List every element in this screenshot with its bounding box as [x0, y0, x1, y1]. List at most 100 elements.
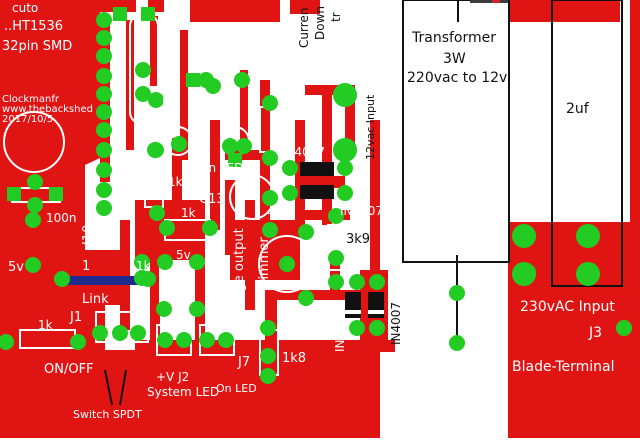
pad: [171, 136, 187, 152]
pad: [262, 95, 278, 111]
c100n-left-label: 100n: [46, 211, 77, 225]
pad: [135, 86, 151, 102]
large-pad: [576, 262, 600, 286]
large-pad: [333, 83, 357, 107]
large-pad: [333, 138, 357, 162]
pad: [134, 254, 150, 270]
in4007-a-label: IN4007: [282, 145, 325, 159]
c22pf-low-label: 22pf: [200, 105, 223, 116]
pad: [157, 254, 173, 270]
j3-label: J3: [588, 325, 602, 341]
pad: [96, 162, 112, 178]
current-label-1: Curren: [297, 8, 311, 48]
flag-icon[interactable]: [492, 0, 500, 3]
pad: [25, 257, 41, 273]
r1k-f-label: 1k: [158, 289, 173, 303]
pad: [147, 142, 163, 158]
cap-2uf-outline: [551, 0, 623, 287]
cap-2uf-label: 2uf: [566, 101, 590, 117]
pad: [96, 182, 112, 198]
pad: [449, 335, 465, 351]
pad: [140, 271, 156, 287]
square-pad: [7, 187, 21, 201]
c13-label: C13: [199, 192, 225, 207]
resistor-3k9-outline: [327, 224, 345, 271]
pad: [349, 320, 365, 336]
r3k9-label: 3k9: [346, 232, 370, 247]
pad: [25, 212, 41, 228]
pad: [616, 320, 632, 336]
pad: [328, 208, 344, 224]
c22pf-top-label: 22pf: [209, 48, 232, 59]
pad: [96, 68, 112, 84]
pad: [349, 274, 365, 290]
chip-top-label: cuto: [12, 1, 38, 15]
uf47-label: 47uf: [266, 206, 292, 219]
on-led-label: On LED: [199, 161, 243, 175]
j2-label: +V J2: [156, 370, 189, 384]
pad: [96, 30, 112, 46]
pad: [234, 72, 250, 88]
voltage-output-label: Voltage output: [232, 228, 247, 324]
pad: [218, 332, 234, 348]
pad: [260, 320, 276, 336]
watermark-line-3: 2017/10/5: [2, 114, 53, 125]
pad: [260, 348, 276, 364]
r1k-b-label: 1k: [181, 206, 196, 220]
pad: [157, 332, 173, 348]
in4007-b-label: IN4007: [340, 204, 383, 218]
switch-label: Switch SPDT: [73, 408, 142, 421]
pad: [96, 122, 112, 138]
diodes: [300, 162, 384, 318]
pad: [369, 274, 385, 290]
r1k-d-label: 1k: [207, 279, 222, 293]
square-pad: [113, 7, 127, 21]
pad: [262, 150, 278, 166]
square-pad: [141, 7, 155, 21]
current-label-2: Down: [313, 6, 327, 40]
pad: [149, 205, 165, 221]
r500-label: 500r: [282, 318, 313, 333]
blade-terminal-label: Blade-Terminal: [512, 359, 615, 375]
pad: [159, 220, 175, 236]
pad: [262, 190, 278, 206]
vac230-label: 230vAC Input: [520, 299, 615, 315]
pad: [222, 138, 238, 154]
r1k-e-label: 1k: [38, 318, 53, 332]
pad: [96, 86, 112, 102]
r1k-c-label: 1k: [136, 259, 151, 273]
r1k8-label: 1k8: [282, 351, 306, 366]
pad: [337, 185, 353, 201]
pad: [0, 334, 14, 350]
j1-label: J1: [69, 310, 82, 325]
large-pad: [512, 224, 536, 248]
crystal-label: 32768 Hz Crystal: [161, 17, 175, 120]
pad: [328, 274, 344, 290]
r100-label: 100r: [282, 107, 310, 121]
transformer-label-3: 220vac to 12v: [407, 70, 507, 86]
pad: [135, 62, 151, 78]
in4007-c-label: IN4007: [333, 309, 347, 352]
pad: [282, 160, 298, 176]
diode-in4007-d: [368, 292, 384, 318]
pad: [260, 368, 276, 384]
pad: [148, 92, 164, 108]
pad: [70, 334, 86, 350]
pad: [298, 290, 314, 306]
pad: [96, 48, 112, 64]
led-outline: [163, 126, 193, 156]
j10-label: J10: [81, 225, 96, 246]
link-label: Link: [82, 292, 109, 307]
v5-b-label: 5v: [176, 248, 191, 262]
watermark-line-1: Clockmanfr: [2, 94, 60, 105]
current-label-3: tr: [329, 12, 343, 22]
pad: [449, 285, 465, 301]
pad: [27, 174, 43, 190]
chip-package-label: 32pin SMD: [2, 39, 72, 54]
on-off-label: ON/OFF: [44, 362, 94, 377]
labels: cuto ..HT1536 32pin SMD Clockmanfr www.t…: [2, 1, 615, 421]
diode-in4007-a: [300, 162, 334, 176]
pad: [279, 256, 295, 272]
